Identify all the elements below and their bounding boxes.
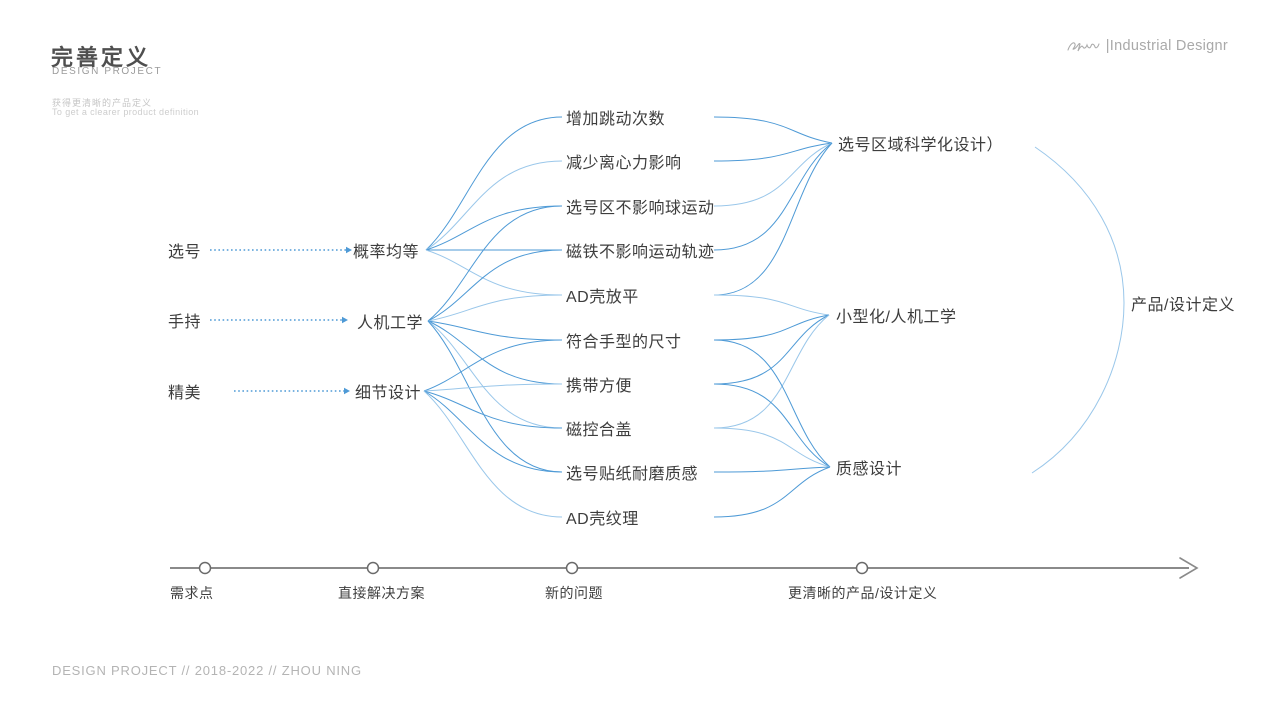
- page-subtitle: DESIGN PROJECT: [52, 66, 163, 77]
- need-label: 手持: [168, 314, 202, 331]
- need-label: 选号: [168, 244, 202, 261]
- tagline-zh: 获得更清晰的产品定义: [52, 98, 153, 108]
- logo-signature-icon: [1066, 36, 1100, 56]
- outcome-label: 选号区域科学化设计）: [838, 137, 1004, 154]
- problem-label: 选号区不影响球运动: [566, 200, 715, 217]
- problem-label: 符合手型的尺寸: [566, 334, 682, 351]
- timeline-label: 直接解决方案: [338, 585, 425, 601]
- solution-label: 概率均等: [353, 244, 420, 261]
- final-label: 产品/设计定义: [1131, 297, 1235, 314]
- problem-label: 磁铁不影响运动轨迹: [566, 244, 715, 261]
- problem-label: 携带方便: [566, 378, 633, 395]
- need-label: 精美: [168, 385, 202, 402]
- timeline-label: 更清晰的产品/设计定义: [788, 585, 938, 601]
- problem-label: 增加跳动次数: [566, 111, 666, 128]
- problem-label: 选号贴纸耐磨质感: [566, 466, 699, 483]
- solution-label: 细节设计: [355, 385, 422, 402]
- problem-label: 减少离心力影响: [566, 155, 682, 172]
- timeline-label: 新的问题: [545, 585, 603, 601]
- outcome-label: 质感设计: [836, 461, 903, 478]
- logo-text: |Industrial Designr: [1105, 38, 1228, 54]
- footer-credit: DESIGN PROJECT // 2018-2022 // ZHOU NING: [52, 663, 362, 678]
- brand-logo: |Industrial Designr: [1066, 36, 1228, 56]
- solution-label: 人机工学: [357, 315, 424, 332]
- problem-label: AD壳纹理: [566, 511, 639, 528]
- outcome-label: 小型化/人机工学: [836, 309, 957, 326]
- timeline-label: 需求点: [170, 585, 214, 601]
- problem-label: 磁控合盖: [566, 422, 633, 439]
- page-title: 完善定义: [51, 45, 152, 70]
- tagline-en: To get a clearer product definition: [52, 107, 200, 117]
- problem-label: AD壳放平: [566, 289, 639, 306]
